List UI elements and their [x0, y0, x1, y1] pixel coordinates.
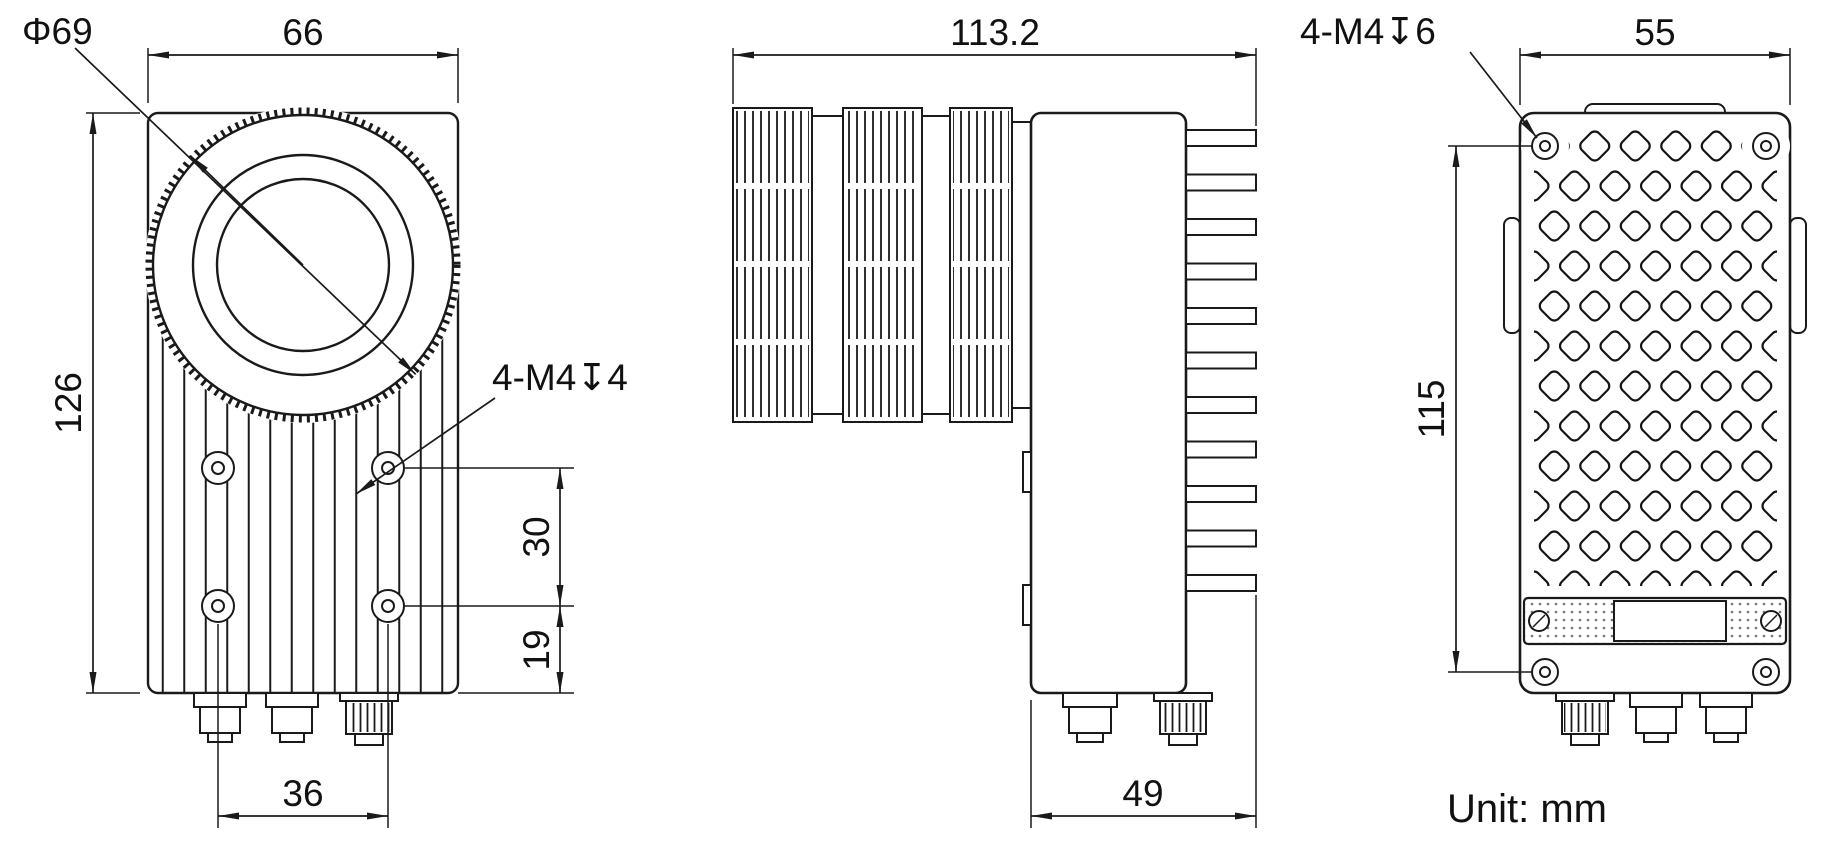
side-connectors — [1062, 692, 1213, 746]
rear-connectors — [1555, 692, 1753, 746]
dim-hole-vspacing-label: 30 — [516, 516, 557, 557]
rear-hole-top-right — [1752, 132, 1780, 160]
front-view: 66 Φ69 126 4-M4↧4 30 19 — [22, 11, 628, 828]
front-connectors — [193, 692, 399, 746]
side-view: 113.2 49 — [732, 12, 1257, 828]
dim-front-height-label: 126 — [48, 372, 89, 434]
dim-hole-offset-label: 19 — [516, 629, 557, 670]
dim-lens-diameter-label: Φ69 — [22, 11, 93, 52]
lens-knurl-ring — [145, 107, 461, 423]
barrel-spacer-1 — [811, 115, 844, 415]
rear-connector-left-threaded — [1555, 692, 1615, 746]
label-front-mounting-holes: 4-M4↧4 — [355, 357, 628, 495]
side-button-top — [1022, 451, 1032, 493]
dim-total-depth-label: 113.2 — [950, 12, 1040, 53]
lens-outer-ring — [151, 113, 455, 417]
rear-hole-top-left — [1531, 132, 1559, 160]
front-mounting-holes — [201, 451, 405, 623]
side-body — [1029, 111, 1188, 695]
rear-name-label — [1613, 600, 1727, 642]
side-connector-right-threaded — [1153, 692, 1213, 746]
rear-hole-bottom-left — [1531, 658, 1559, 686]
mounting-hole-top-left — [201, 451, 235, 485]
dim-rear-width: 55 — [1519, 12, 1791, 105]
dim-hole-hspacing-label: 36 — [282, 773, 323, 814]
label-rear-mounting-holes: 4-M4↧6 — [1300, 11, 1538, 139]
connector-left — [193, 692, 247, 743]
barrel-mount — [1011, 121, 1032, 409]
rear-connector-right — [1699, 692, 1753, 743]
side-connector-left — [1062, 692, 1118, 743]
rear-right-ring-bump — [1789, 217, 1807, 334]
connector-middle — [265, 692, 319, 743]
dim-front-width: 66 — [147, 12, 459, 103]
plate-screw-left — [1528, 610, 1550, 632]
dim-total-depth: 113.2 — [732, 12, 1257, 126]
lens-glass — [215, 177, 391, 353]
rear-hole-bottom-right — [1752, 658, 1780, 686]
connector-right-threaded — [339, 692, 399, 746]
dim-hole-spacing: 30 19 — [404, 467, 574, 694]
dim-lens-diameter: Φ69 — [22, 11, 417, 376]
rear-vent-grid — [1534, 126, 1777, 586]
dim-body-depth: 49 — [1030, 595, 1257, 828]
plate-screw-right — [1760, 610, 1782, 632]
heatsink-fins — [1185, 129, 1257, 592]
rear-view: 4-M4↧6 55 115 — [1300, 11, 1807, 746]
unit-label: Unit: mm — [1447, 787, 1607, 831]
rear-mounting-holes-label: 4-M4↧6 — [1300, 11, 1436, 52]
lens-inner-ring — [191, 153, 415, 377]
dim-front-width-label: 66 — [282, 12, 323, 53]
dim-body-depth-label: 49 — [1122, 773, 1163, 814]
mounting-hole-bottom-left — [201, 589, 235, 623]
lens-barrel — [732, 107, 1032, 423]
rear-left-ring-bump — [1503, 217, 1521, 334]
dim-hole-hspacing: 36 — [217, 624, 389, 828]
rear-connector-middle — [1629, 692, 1683, 743]
dim-rear-hole-spacing: 115 — [1411, 145, 1532, 673]
mounting-hole-bottom-right — [371, 589, 405, 623]
rear-label-plate — [1522, 596, 1788, 646]
side-button-bottom — [1022, 584, 1032, 626]
front-mounting-holes-label: 4-M4↧4 — [492, 357, 628, 398]
dim-front-height: 126 — [48, 112, 140, 694]
dim-rear-hole-spacing-label: 115 — [1411, 380, 1452, 439]
barrel-spacer-2 — [921, 115, 951, 415]
dim-rear-width-label: 55 — [1634, 12, 1675, 53]
